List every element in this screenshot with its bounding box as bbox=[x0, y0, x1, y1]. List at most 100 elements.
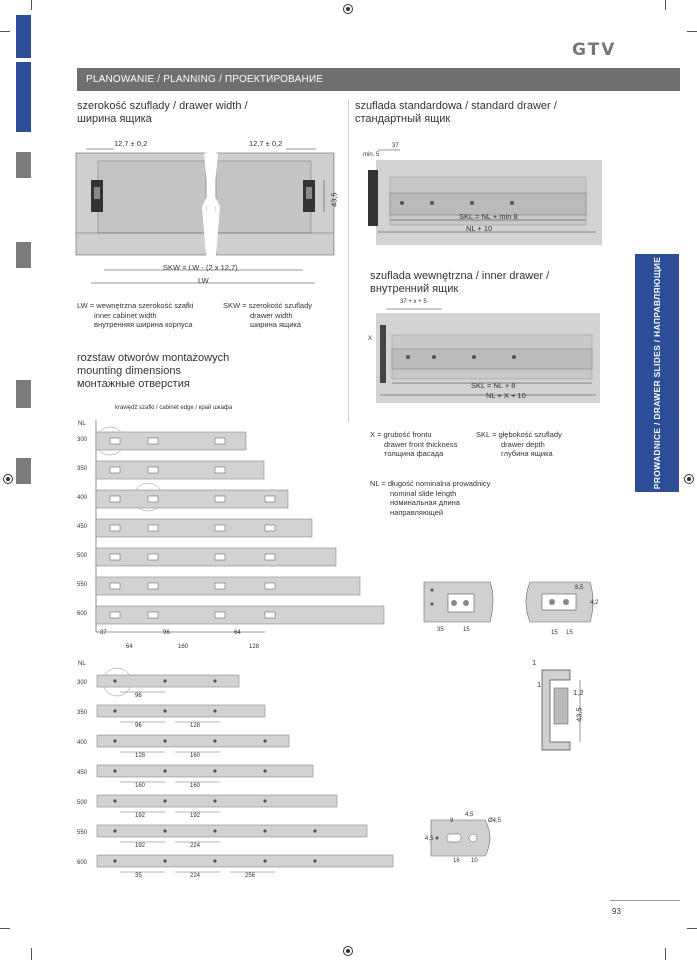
drawer-hole bbox=[313, 859, 317, 863]
side-category-tab: PROWADNICE / DRAWER SLIDES / НАПРАВЛЯЮЩИ… bbox=[635, 254, 679, 492]
dim-37-bottom: 37 bbox=[100, 630, 107, 636]
profile-dim-1b: 1 bbox=[537, 680, 542, 689]
drawer-hole bbox=[113, 739, 117, 743]
drawer-rail-550 bbox=[96, 824, 368, 838]
drawer-hole-dim: 224 bbox=[190, 843, 201, 849]
drawer-row-label: 300 bbox=[77, 680, 88, 686]
mounting-rail-450 bbox=[95, 518, 313, 538]
drawer-hole-dim: 160 bbox=[190, 783, 201, 789]
drawer-row-label: 550 bbox=[77, 830, 88, 836]
drawer-hole bbox=[113, 709, 117, 713]
footer-rule bbox=[610, 900, 680, 901]
dim-right-tolerance: 12,7 ± 0,2 bbox=[249, 139, 283, 148]
mounting-nl-label: NL bbox=[78, 421, 86, 427]
detail-bracket-right bbox=[525, 581, 594, 623]
nl-x-10: NL + X + 10 bbox=[486, 391, 526, 400]
dim-128-bottom: 128 bbox=[249, 644, 260, 650]
registration-mark-right bbox=[684, 474, 694, 484]
left-accent-bar-1 bbox=[16, 15, 31, 58]
registration-mark-top bbox=[343, 4, 353, 14]
drawer-hole bbox=[213, 769, 217, 773]
mounting-hole bbox=[147, 495, 159, 503]
legend-skl: SKL = głębokość szuflady drawer depth гл… bbox=[476, 430, 562, 458]
dim-37: 37 bbox=[392, 143, 399, 149]
crop-mark bbox=[31, 0, 32, 10]
inner-drawer-drawing bbox=[376, 308, 600, 403]
drawer-width-title: szerokość szuflady / drawer width / шири… bbox=[77, 100, 248, 125]
drawer-hole bbox=[263, 859, 267, 863]
mounting-row-label: 400 bbox=[77, 495, 88, 501]
drawer-hole bbox=[213, 829, 217, 833]
drawer-rail-300 bbox=[96, 674, 240, 688]
mounting-hole bbox=[264, 611, 276, 619]
mounting-hole bbox=[264, 582, 276, 590]
crop-mark bbox=[0, 31, 10, 32]
mounting-rail-600 bbox=[95, 605, 385, 625]
dim-64-bottom-2: 64 bbox=[126, 644, 133, 650]
page-number: 93 bbox=[612, 907, 621, 916]
drawer-rail-350 bbox=[96, 704, 266, 718]
drawer-hole-dim: 256 bbox=[245, 873, 256, 879]
detail-dim-4-2: 4,2 bbox=[590, 600, 599, 606]
mounting-hole bbox=[264, 553, 276, 561]
mounting-rails bbox=[95, 420, 385, 633]
drawer-hole-dim: 224 bbox=[190, 873, 201, 879]
mounting-hole bbox=[214, 524, 226, 532]
registration-mark-left bbox=[3, 474, 13, 484]
lw-label: LW bbox=[198, 276, 209, 285]
drawer-hole-dim: 160 bbox=[135, 783, 146, 789]
mounting-row-label: 450 bbox=[77, 524, 88, 530]
mounting-hole bbox=[214, 582, 226, 590]
drawer-hole bbox=[163, 739, 167, 743]
mounting-rail-400 bbox=[95, 489, 289, 509]
detail-dim-10: 10 bbox=[471, 858, 478, 864]
drawer-hole-dim: 128 bbox=[135, 753, 146, 759]
detail-dim-9: 9 bbox=[450, 818, 454, 824]
skl-standard: SKL = NL + min 8 bbox=[459, 212, 518, 221]
profile-dim-1a: 1 bbox=[532, 658, 537, 667]
dim-160-bottom: 160 bbox=[178, 644, 189, 650]
standard-drawer-title: szuflada standardowa / standard drawer /… bbox=[355, 100, 557, 125]
left-gray-bar-3 bbox=[16, 380, 31, 408]
legend-nl: NL = długość nominalna prowadnicy nomina… bbox=[370, 479, 491, 517]
dim-96-bottom: 96 bbox=[163, 630, 170, 636]
drawer-hole-dim: 96 bbox=[135, 723, 142, 729]
drawer-hole bbox=[113, 859, 117, 863]
drawer-hole bbox=[113, 799, 117, 803]
mounting-hole bbox=[264, 524, 276, 532]
side-category-label: PROWADNICE / DRAWER SLIDES / НАПРАВЛЯЮЩИ… bbox=[652, 256, 662, 490]
dim-x: X bbox=[368, 336, 373, 342]
drawer-rail-400 bbox=[96, 734, 290, 748]
mounting-title: rozstaw otworów montażowych mounting dim… bbox=[77, 352, 230, 390]
section-header: PLANOWANIE / PLANNING / ПРОЕКТИРОВАНИЕ bbox=[77, 68, 680, 91]
crop-mark bbox=[0, 928, 10, 929]
drawer-hole-dim: 160 bbox=[190, 753, 201, 759]
detail-dim-15c: 15 bbox=[566, 630, 573, 636]
dim-64-bottom: 64 bbox=[234, 630, 241, 636]
dim-min-5: min. 5 bbox=[363, 152, 380, 158]
inner-drawer-title: szuflada wewnętrzna / inner drawer / вну… bbox=[370, 270, 550, 295]
drawer-hole-dim: 192 bbox=[190, 813, 201, 819]
detail-dim-phi-4-5: Ø4,5 bbox=[488, 818, 502, 824]
mounting-rail-300 bbox=[95, 431, 247, 451]
nl-plus-10: NL + 10 bbox=[466, 224, 493, 233]
mounting-hole bbox=[214, 611, 226, 619]
drawer-hole bbox=[313, 829, 317, 833]
drawer-row-label: 600 bbox=[77, 860, 88, 866]
profile-dim-1-2: 1,2 bbox=[573, 688, 584, 697]
legend-skw: SKW = szerokość szuflady drawer width ши… bbox=[223, 301, 312, 329]
detail-holes bbox=[430, 819, 491, 857]
drawer-hole bbox=[213, 679, 217, 683]
drawer-hole bbox=[213, 799, 217, 803]
mounting-hole bbox=[147, 466, 159, 474]
drawer-hole bbox=[263, 769, 267, 773]
skl-inner: SKL = NL + 8 bbox=[471, 381, 516, 390]
drawer-hole bbox=[213, 859, 217, 863]
detail-dim-16: 16 bbox=[453, 858, 460, 864]
dim-37-x-5: 37 + x + 5 bbox=[400, 299, 427, 305]
profile-dim-43-5: 43,5 bbox=[574, 707, 584, 723]
detail-bracket-left bbox=[423, 581, 494, 623]
drawer-row-label: 400 bbox=[77, 740, 88, 746]
mounting-hole bbox=[147, 553, 159, 561]
legend-lw: LW = wewnętrzna szerokość szafki inner c… bbox=[77, 301, 194, 329]
